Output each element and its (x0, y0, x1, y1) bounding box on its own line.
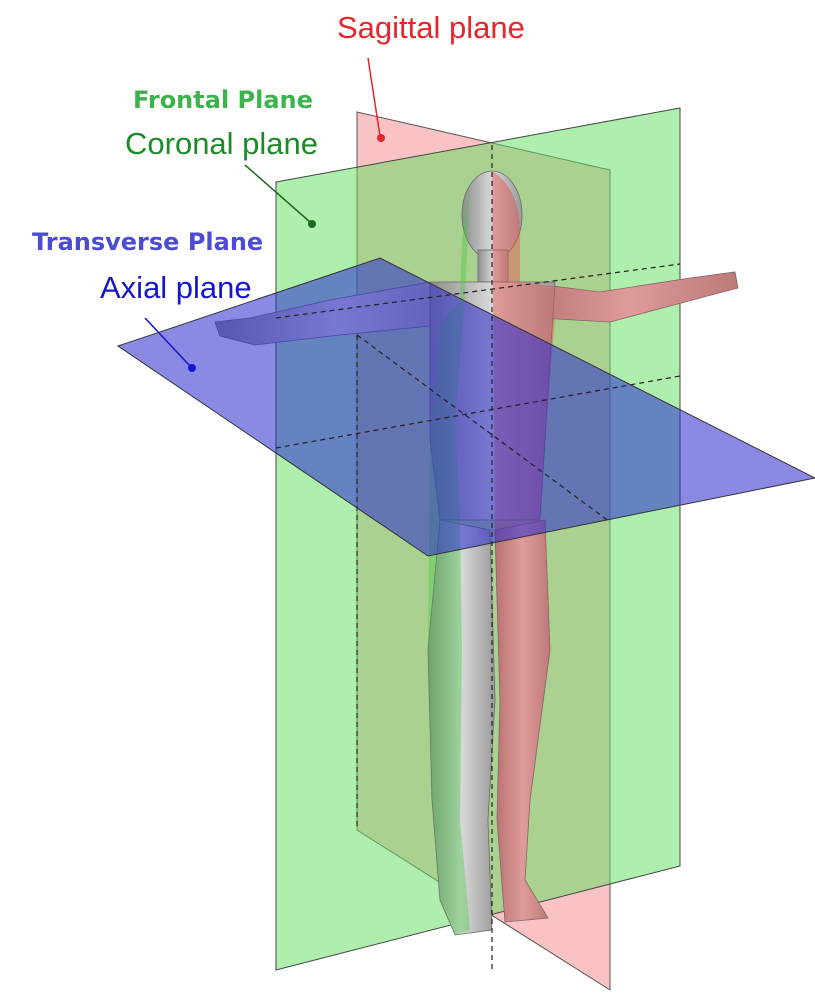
coronal-label: Coronal plane (125, 126, 318, 161)
axial-pointer-dot (188, 364, 196, 372)
transverse-label: Transverse Plane (32, 228, 263, 256)
axial-pointer (144, 317, 191, 367)
frontal-label: Frontal Plane (133, 86, 313, 114)
axial-label: Axial plane (100, 270, 252, 305)
transverse-plane (116, 257, 815, 557)
sagittal-pointer-dot (377, 134, 385, 142)
body-sagittal-tint (492, 171, 738, 922)
coronal-pointer-dot (308, 220, 316, 228)
sagittal-label: Sagittal plane (337, 10, 525, 45)
intersection-lines (275, 145, 681, 970)
sagittal-pointer (367, 57, 381, 137)
coronal-pointer (244, 164, 311, 223)
